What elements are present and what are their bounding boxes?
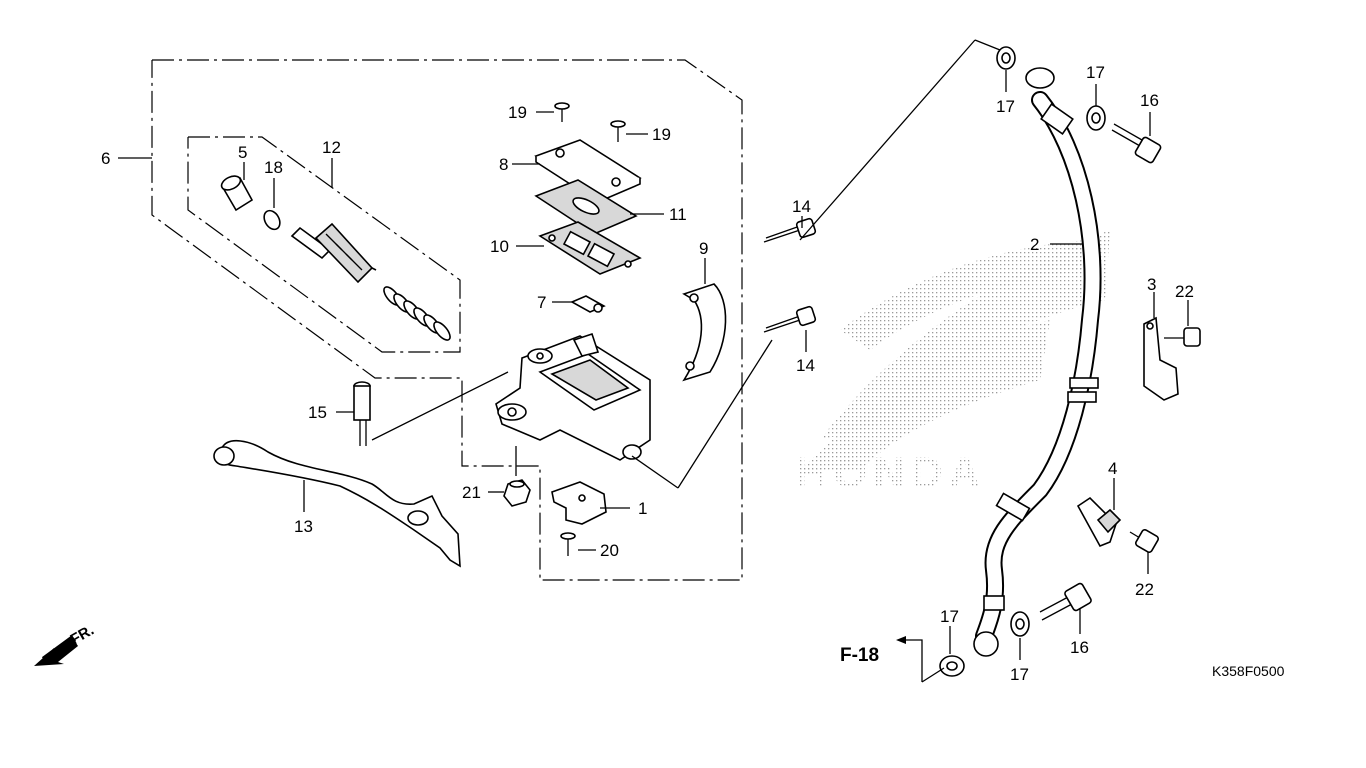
- callout-13: 13: [294, 517, 313, 536]
- callout-16a: 16: [1140, 91, 1159, 110]
- callout-1: 1: [638, 499, 647, 518]
- callout-8: 8: [499, 155, 508, 174]
- cross-reference-label: F-18: [840, 645, 879, 666]
- part-11-diaphragm-plate: [534, 179, 638, 235]
- part-17-washer-c: [939, 655, 965, 677]
- part-20-screw: [560, 532, 576, 556]
- part-12-piston-set: [290, 222, 451, 341]
- callout-18: 18: [264, 158, 283, 177]
- part-10-diaphragm: [538, 221, 642, 275]
- callout-5: 5: [238, 143, 247, 162]
- part-5-boot: [220, 175, 254, 212]
- part-9-holder: [682, 283, 727, 382]
- part-4-hose-guide: [1076, 496, 1122, 548]
- callout-2: 2: [1030, 235, 1039, 254]
- callout-14a: 14: [792, 197, 811, 216]
- part-21-nut: [503, 479, 531, 507]
- diagram-reference-code: K358F0500: [1212, 663, 1285, 679]
- spring: [383, 286, 451, 341]
- part-22-bolt-b: [1129, 529, 1159, 553]
- assembly-outline-6: [151, 59, 743, 581]
- part-2-brake-hose: [973, 67, 1102, 657]
- callout-7: 7: [537, 293, 546, 312]
- part-19-screw-b: [610, 120, 626, 142]
- part-14-bolt-b: [763, 305, 817, 333]
- cross-reference-f18: F-18: [840, 636, 945, 683]
- part-3-hose-clamp: [1143, 316, 1179, 401]
- watermark-text: HONDA: [795, 448, 986, 497]
- callout-6: 6: [101, 149, 110, 168]
- callout-17a: 17: [996, 97, 1015, 116]
- callout-3: 3: [1147, 275, 1156, 294]
- callout-4: 4: [1108, 459, 1117, 478]
- part-13-brake-lever: [213, 440, 461, 568]
- callout-20: 20: [600, 541, 619, 560]
- callout-11: 11: [669, 205, 687, 224]
- callout-17c: 17: [940, 607, 959, 626]
- callout-15: 15: [308, 403, 327, 422]
- part-15-pivot-bolt: [353, 381, 371, 446]
- callout-16b: 16: [1070, 638, 1089, 657]
- callout-22b: 22: [1135, 580, 1154, 599]
- part-18-circlip: [263, 209, 281, 231]
- honda-wing-watermark: HONDA: [795, 230, 1110, 497]
- callout-10: 10: [490, 237, 509, 256]
- part-14-bolt-a: [763, 217, 817, 243]
- callout-22a: 22: [1175, 282, 1194, 301]
- callout-17b: 17: [1086, 63, 1105, 82]
- assembly-outline-12: [187, 136, 461, 353]
- callout-9: 9: [699, 239, 708, 258]
- part-22-bolt-a: [1164, 327, 1201, 347]
- part-7-float: [570, 295, 606, 313]
- callout-19b: 19: [652, 125, 671, 144]
- master-cylinder-body: [495, 332, 651, 461]
- part-16-banjo-bolt-b: [1039, 582, 1092, 621]
- part-16-banjo-bolt-a: [1111, 123, 1162, 164]
- front-arrow-icon: FR.: [34, 622, 97, 666]
- part-1-brake-switch: [551, 481, 607, 525]
- part-19-screw-a: [554, 102, 570, 122]
- part-17-washer-d: [1010, 611, 1030, 637]
- part-17-washer-b: [1086, 105, 1106, 131]
- callout-19a: 19: [508, 103, 527, 122]
- part-17-washer-a: [996, 46, 1016, 70]
- callout-14b: 14: [796, 356, 815, 375]
- callout-17d: 17: [1010, 665, 1029, 684]
- callout-21: 21: [462, 483, 481, 502]
- callout-12: 12: [322, 138, 341, 157]
